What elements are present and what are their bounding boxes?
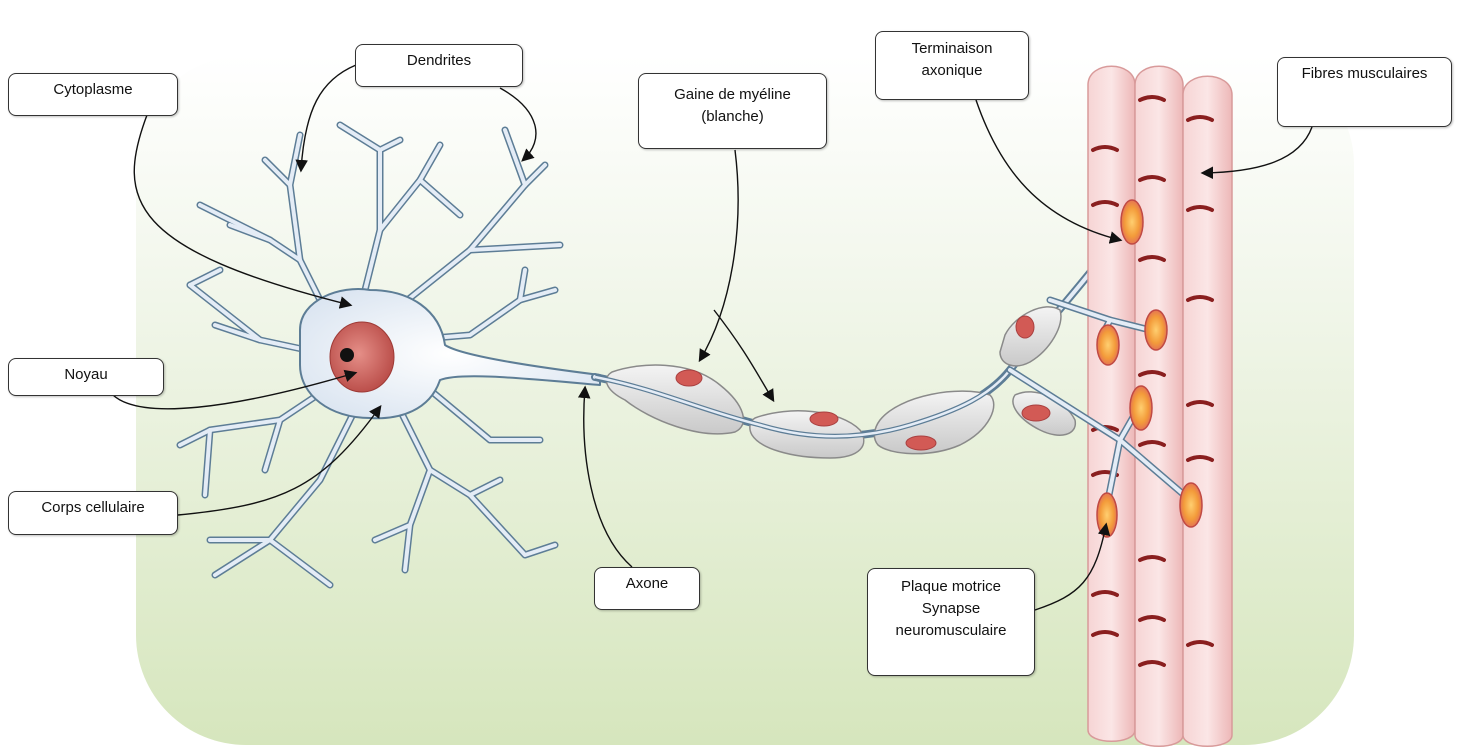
label-plaque-line2: Synapse (921, 600, 981, 617)
nucleolus (340, 348, 354, 362)
motor-plate (1179, 482, 1203, 528)
arrow-gaine-left (698, 149, 739, 363)
arrow-cytoplasme (133, 114, 353, 309)
motor-plate (1144, 309, 1168, 351)
motor-end-plates (1096, 199, 1203, 538)
arrow-corps-cellulaire (177, 404, 382, 516)
label-terminaison-line1: Terminaison (911, 40, 993, 57)
arrow-axone (577, 385, 633, 568)
motor-plate (1120, 199, 1144, 245)
muscle-fibers (1087, 65, 1233, 747)
label-gaine-line1: Gaine de myéline (674, 86, 791, 103)
arrow-gaine-right (713, 309, 775, 403)
striations (1091, 95, 1214, 667)
arrow-terminaison (975, 99, 1123, 244)
label-gaine-myeline: Gaine de myéline (blanche) (638, 73, 827, 149)
label-terminaison-line2: axonique (921, 62, 983, 79)
arrow-fibres (1200, 126, 1313, 180)
label-dendrites: Dendrites (355, 44, 523, 87)
label-gaine-line2: (blanche) (701, 108, 764, 125)
label-noyau-text: Noyau (64, 366, 108, 383)
nucleus (329, 321, 395, 393)
label-fibres-musculaires: Fibres musculaires (1277, 57, 1452, 127)
label-axone: Axone (594, 567, 700, 610)
label-plaque-motrice: Plaque motrice Synapse neuromusculaire (867, 568, 1035, 676)
arrow-plaque (1034, 522, 1111, 611)
myelin-sheath (594, 306, 1076, 459)
motor-plate (1096, 324, 1120, 366)
label-corps-cellulaire: Corps cellulaire (8, 491, 178, 535)
arrow-dendrites-right (499, 87, 537, 162)
label-axone-text: Axone (625, 575, 669, 592)
label-noyau: Noyau (8, 358, 164, 396)
motor-plate (1129, 385, 1153, 431)
label-plaque-line1: Plaque motrice (900, 578, 1002, 595)
label-cytoplasme-text: Cytoplasme (53, 81, 133, 98)
label-plaque-line3: neuromusculaire (895, 622, 1007, 639)
leader-arrows (112, 64, 1313, 611)
label-fibres-musculaires-text: Fibres musculaires (1301, 65, 1428, 82)
label-terminaison-axonique: Terminaison axonique (875, 31, 1029, 100)
arrow-dendrites-left (295, 64, 357, 173)
label-dendrites-text: Dendrites (406, 52, 472, 69)
background-panel (136, 55, 1354, 745)
neuron (176, 121, 1124, 589)
label-corps-cellulaire-text: Corps cellulaire (41, 499, 145, 516)
arrow-noyau (112, 369, 358, 410)
motor-plate (1096, 492, 1118, 538)
label-cytoplasme: Cytoplasme (8, 73, 178, 116)
